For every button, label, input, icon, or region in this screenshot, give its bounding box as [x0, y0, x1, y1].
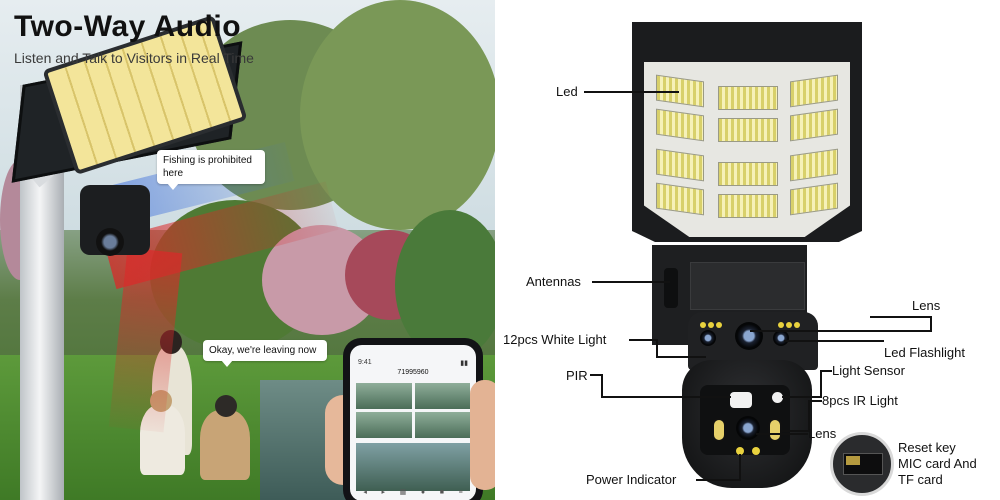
- led-module: [718, 118, 778, 142]
- seated-person: [200, 410, 250, 480]
- leader-line: [696, 479, 740, 481]
- lens-icon: [736, 416, 760, 440]
- lamp-neck-recess: [690, 262, 805, 310]
- leader-line: [601, 396, 731, 398]
- power-indicator-icon: [736, 447, 744, 455]
- smartphone: 9:41 ▮▮ 71995960 ◂ ▸ ▦ ● ■ ≡: [343, 338, 483, 500]
- leader-line: [601, 374, 603, 396]
- led-module: [718, 162, 778, 186]
- leader-line: [820, 370, 832, 372]
- camera-feed-tile[interactable]: [356, 412, 412, 438]
- leader-line: [930, 316, 932, 330]
- label-reset-key: Reset key: [898, 440, 956, 455]
- camera-lens-icon: [96, 228, 124, 256]
- leader-line: [870, 316, 932, 318]
- light-sensor-icon: [772, 392, 783, 403]
- white-light-led: [708, 322, 714, 328]
- leader-line: [584, 91, 679, 93]
- label-pir: PIR: [566, 368, 588, 383]
- label-white-light: 12pcs White Light: [503, 332, 607, 347]
- grid-icon[interactable]: ▦: [399, 489, 407, 496]
- led-flashlight-icon: [773, 330, 789, 346]
- tree: [300, 0, 495, 230]
- ir-light-icon: [768, 418, 782, 442]
- label-lens-top: Lens: [912, 298, 941, 313]
- label-light-sensor: Light Sensor: [832, 363, 905, 378]
- led-module: [718, 194, 778, 218]
- hand: [470, 380, 495, 490]
- white-light-icon: [700, 330, 716, 346]
- label-ir-light: 8pcs IR Light: [822, 393, 898, 408]
- antenna-icon: [664, 268, 678, 308]
- mic-icon[interactable]: ●: [420, 488, 426, 496]
- speech-bubble-warning: Fishing is prohibited here: [157, 150, 265, 190]
- leader-line: [756, 433, 808, 435]
- two-way-audio-panel: 9:41 ▮▮ 71995960 ◂ ▸ ▦ ● ■ ≡ Two-Way Aud…: [0, 0, 495, 500]
- camera-feed-tile[interactable]: [414, 383, 470, 409]
- leader-line: [820, 370, 822, 396]
- camera-grid: [356, 383, 470, 438]
- label-mic-card: MIC card And: [898, 456, 977, 471]
- leader-line: [782, 430, 810, 432]
- label-tf-card: TF card: [898, 472, 943, 487]
- lens-icon: [735, 322, 763, 350]
- camera-icon[interactable]: ■: [439, 488, 444, 496]
- label-lens-bottom: Lens: [808, 426, 837, 441]
- sd-card-icon: [846, 456, 860, 465]
- pir-sensor-icon: [730, 392, 752, 408]
- signal-icon: ▮▮: [460, 360, 468, 367]
- white-light-led: [778, 322, 784, 328]
- page-subtitle: Listen and Talk to Visitors in Real Time: [14, 50, 254, 66]
- play-icon[interactable]: ▸: [381, 489, 385, 496]
- leader-line: [782, 396, 822, 398]
- phone-status-bar: 9:41 ▮▮: [350, 345, 476, 369]
- phone-screen: 9:41 ▮▮ 71995960 ◂ ▸ ▦ ● ■ ≡: [350, 345, 476, 500]
- camera-feed-tile[interactable]: [356, 383, 412, 409]
- phone-time: 9:41: [358, 359, 372, 366]
- tree: [395, 210, 495, 360]
- white-light-led: [700, 322, 706, 328]
- person-head: [215, 395, 237, 417]
- phone-toolbar: ◂ ▸ ▦ ● ■ ≡: [356, 487, 470, 497]
- ir-light-led: [752, 447, 760, 455]
- speech-bubble-reply: Okay, we're leaving now: [203, 340, 327, 367]
- leader-line: [656, 339, 658, 357]
- ir-light-icon: [712, 418, 726, 442]
- led-module: [718, 86, 778, 110]
- label-antennas: Antennas: [526, 274, 581, 289]
- leader-line: [808, 400, 810, 430]
- white-light-led: [794, 322, 800, 328]
- leader-line: [750, 330, 932, 332]
- leader-line: [590, 374, 602, 376]
- camera-feed-main[interactable]: [356, 443, 470, 491]
- label-led: Led: [556, 84, 578, 99]
- phone-device-id: 71995960: [397, 369, 429, 376]
- leader-line: [592, 281, 670, 283]
- back-icon[interactable]: ◂: [363, 489, 367, 496]
- leader-line: [784, 340, 884, 342]
- page-title: Two-Way Audio: [14, 10, 242, 43]
- leader-line: [656, 356, 706, 358]
- white-light-led: [786, 322, 792, 328]
- label-power-indicator: Power Indicator: [586, 472, 677, 487]
- leader-line: [739, 454, 741, 481]
- tf-card-slot-zoom: [830, 432, 894, 496]
- leader-line: [629, 339, 657, 341]
- label-led-flashlight: Led Flashlight: [884, 345, 965, 360]
- camera-feed-tile[interactable]: [414, 412, 470, 438]
- leader-line: [808, 400, 822, 402]
- menu-icon[interactable]: ≡: [458, 488, 463, 496]
- white-light-led: [716, 322, 722, 328]
